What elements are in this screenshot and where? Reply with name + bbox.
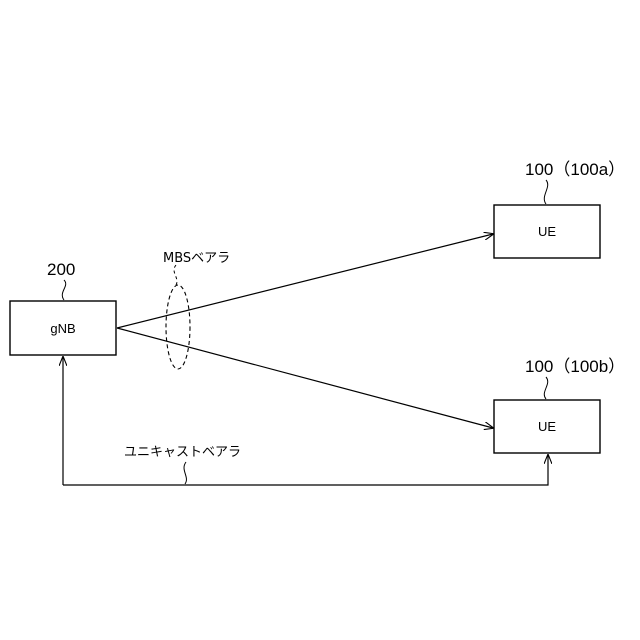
ue-b-reference-numeral: 100（100b）	[525, 357, 625, 376]
mbs-leader-line	[174, 265, 177, 285]
unicast-leader-line	[184, 462, 186, 484]
ue-a-reference-numeral: 100（100a）	[525, 160, 625, 179]
gnb-label: gNB	[50, 321, 75, 336]
unicast-bearer-label: ユニキャストベアラ	[124, 445, 241, 460]
gnb-leader-line	[62, 280, 65, 300]
ue-a-leader-line	[544, 180, 547, 204]
ue-b-node: UE 100（100b）	[494, 357, 625, 453]
mbs-bearer-ellipse	[166, 285, 190, 369]
gnb-node: gNB 200	[10, 260, 116, 355]
mbs-arrow-to-ue-a	[117, 234, 493, 328]
mbs-bearer-label: MBSベアラ	[163, 251, 230, 266]
ue-b-label: UE	[538, 419, 556, 434]
ue-b-leader-line	[544, 377, 547, 399]
ue-a-node: UE 100（100a）	[494, 160, 625, 258]
mbs-arrow-to-ue-b	[117, 328, 493, 428]
ue-a-label: UE	[538, 224, 556, 239]
gnb-reference-numeral: 200	[47, 260, 75, 279]
